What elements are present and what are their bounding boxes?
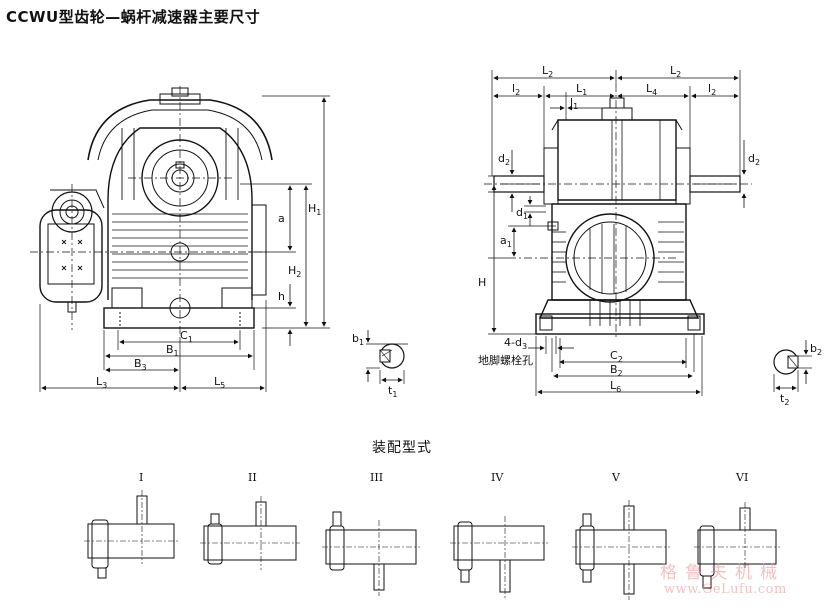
assembly-type-label-3: III (370, 471, 383, 484)
assembly-type-3: III (322, 471, 420, 596)
assembly-type-1: I (84, 471, 178, 579)
key-detail-1: b1 t1 (352, 330, 408, 399)
dim-label-l6: L6 (610, 379, 621, 394)
assembly-type-2: II (200, 471, 300, 570)
dim-label-b1: B1 (166, 343, 179, 358)
key2-t2-label: t2 (780, 392, 789, 407)
key-detail-2: b2 t2 (773, 340, 822, 407)
dim-label-a1: a1 (500, 234, 512, 249)
front-view: H1 H2 a h C1 B1 B3 L3 L5 (30, 86, 330, 392)
assembly-type-6: VI (694, 471, 780, 589)
assembly-type-5: V (572, 471, 670, 600)
dim-label-c2: C2 (610, 349, 623, 364)
dim-label-l4: L4 (646, 82, 657, 97)
dim-label-l2-small-left: l2 (512, 82, 520, 97)
dim-label-h: h (278, 290, 285, 303)
assembly-type-label-2: II (248, 471, 257, 484)
assembly-types-title: 装配型式 (372, 440, 432, 456)
dim-label-b2: B2 (610, 363, 623, 378)
assembly-type-label-4: IV (491, 471, 504, 484)
dim-label-d2-left: d2 (498, 152, 510, 167)
dim-label-l5: L5 (214, 375, 225, 390)
dim-label-d3: 4-d3 (504, 336, 527, 351)
assembly-type-label-5: V (611, 471, 621, 484)
dim-label-l2-left: L2 (542, 64, 553, 79)
dim-label-d2-right: d2 (748, 152, 760, 167)
dim-label-h1: H1 (308, 202, 321, 217)
dim-label-b3: B3 (134, 357, 147, 372)
assembly-types: I II III IV (84, 471, 780, 600)
assembly-type-label-6: VI (735, 471, 748, 484)
dim-label-d1: d1 (516, 206, 528, 221)
dim-label-l2-small-right: l2 (708, 82, 716, 97)
key1-t1-label: t1 (388, 384, 397, 399)
assembly-type-label-1: I (139, 471, 143, 484)
dim-label-h2: H2 (288, 264, 301, 279)
key1-b1-label: b1 (352, 332, 364, 347)
watermark-chinese: 格鲁夫机械 (660, 563, 785, 583)
dim-label-l3: L3 (96, 375, 107, 390)
dim-label-l2-right: L2 (670, 64, 681, 79)
dim-label-l1-small: l1 (570, 96, 578, 111)
bolt-hole-label: 地脚螺栓孔 (478, 353, 533, 367)
key2-b2-label: b2 (810, 342, 822, 357)
dim-label-a: a (278, 212, 285, 225)
side-view: L2 L2 l2 l2 L1 L4 l1 d2 d2 d1 a1 H 4-d3 … (478, 64, 760, 396)
watermark-site: www.GeLufu.com (664, 582, 787, 597)
dim-label-c1: C1 (180, 329, 193, 344)
page-title: CCWU型齿轮—蜗杆减速器主要尺寸 (6, 8, 261, 26)
assembly-type-4: IV (450, 471, 548, 598)
dim-label-l1-large: L1 (576, 82, 587, 97)
dim-label-h-side: H (478, 276, 486, 289)
